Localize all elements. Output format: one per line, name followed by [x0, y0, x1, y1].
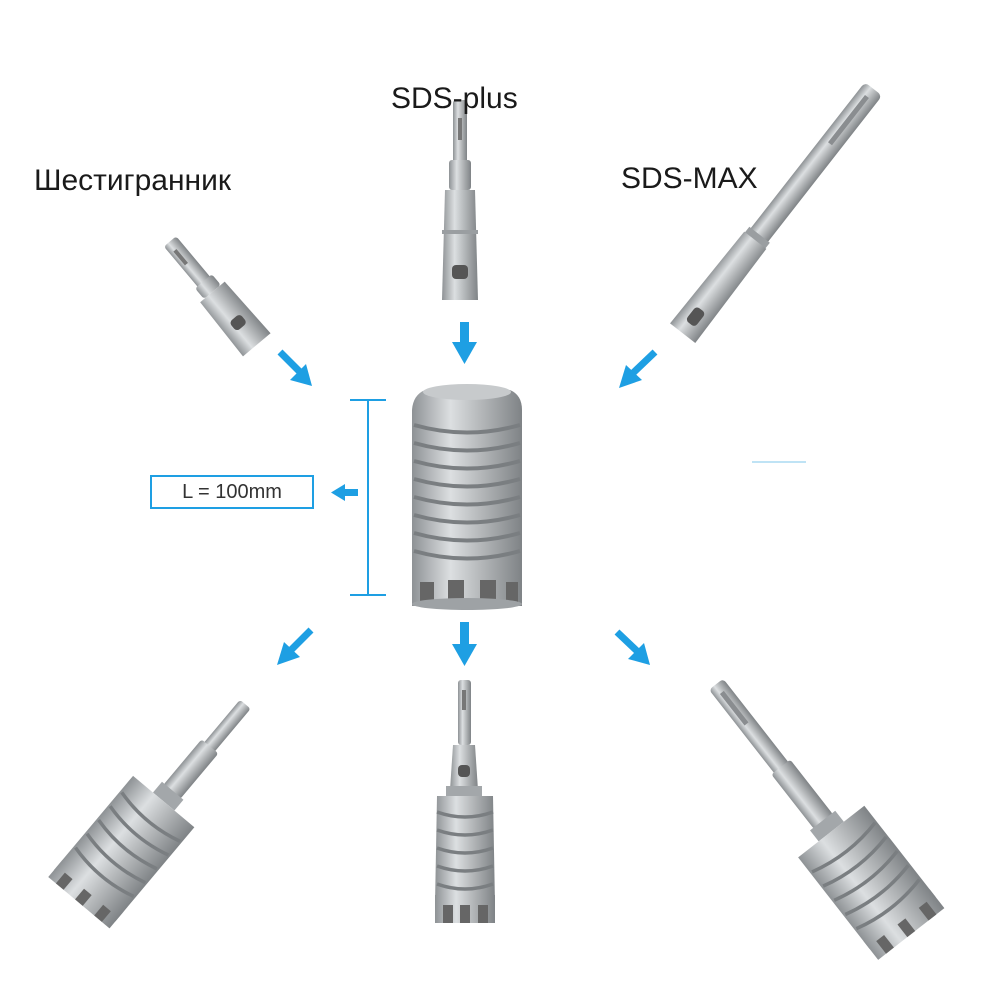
core-bit-center [412, 384, 522, 610]
arrow-sds-plus-to-core [452, 322, 477, 364]
length-label: L = 100mm [182, 480, 282, 503]
sds-max-shank [670, 84, 881, 344]
arrow-core-to-hex-assembly [277, 627, 314, 665]
sds-plus-shank [442, 100, 478, 300]
length-label-box: L = 100mm [150, 475, 314, 509]
sds-max-assembly [710, 680, 945, 960]
length-dimension-bracket [350, 399, 386, 596]
label-sds-max: SDS-MAX [621, 162, 758, 195]
arrow-core-to-sds-plus-assembly [452, 622, 477, 666]
label-sds-plus: SDS-plus [391, 82, 518, 115]
hex-assembly [48, 700, 250, 929]
sds-plus-assembly [435, 680, 495, 923]
arrow-core-to-sds-max-assembly [614, 629, 650, 665]
arrow-hex-to-core [277, 349, 312, 386]
label-hex-shank: Шестигранник [34, 164, 232, 197]
hex-shank [165, 237, 271, 357]
arrow-sds-max-to-core [619, 349, 658, 388]
arrow-to-length-box [331, 484, 358, 501]
